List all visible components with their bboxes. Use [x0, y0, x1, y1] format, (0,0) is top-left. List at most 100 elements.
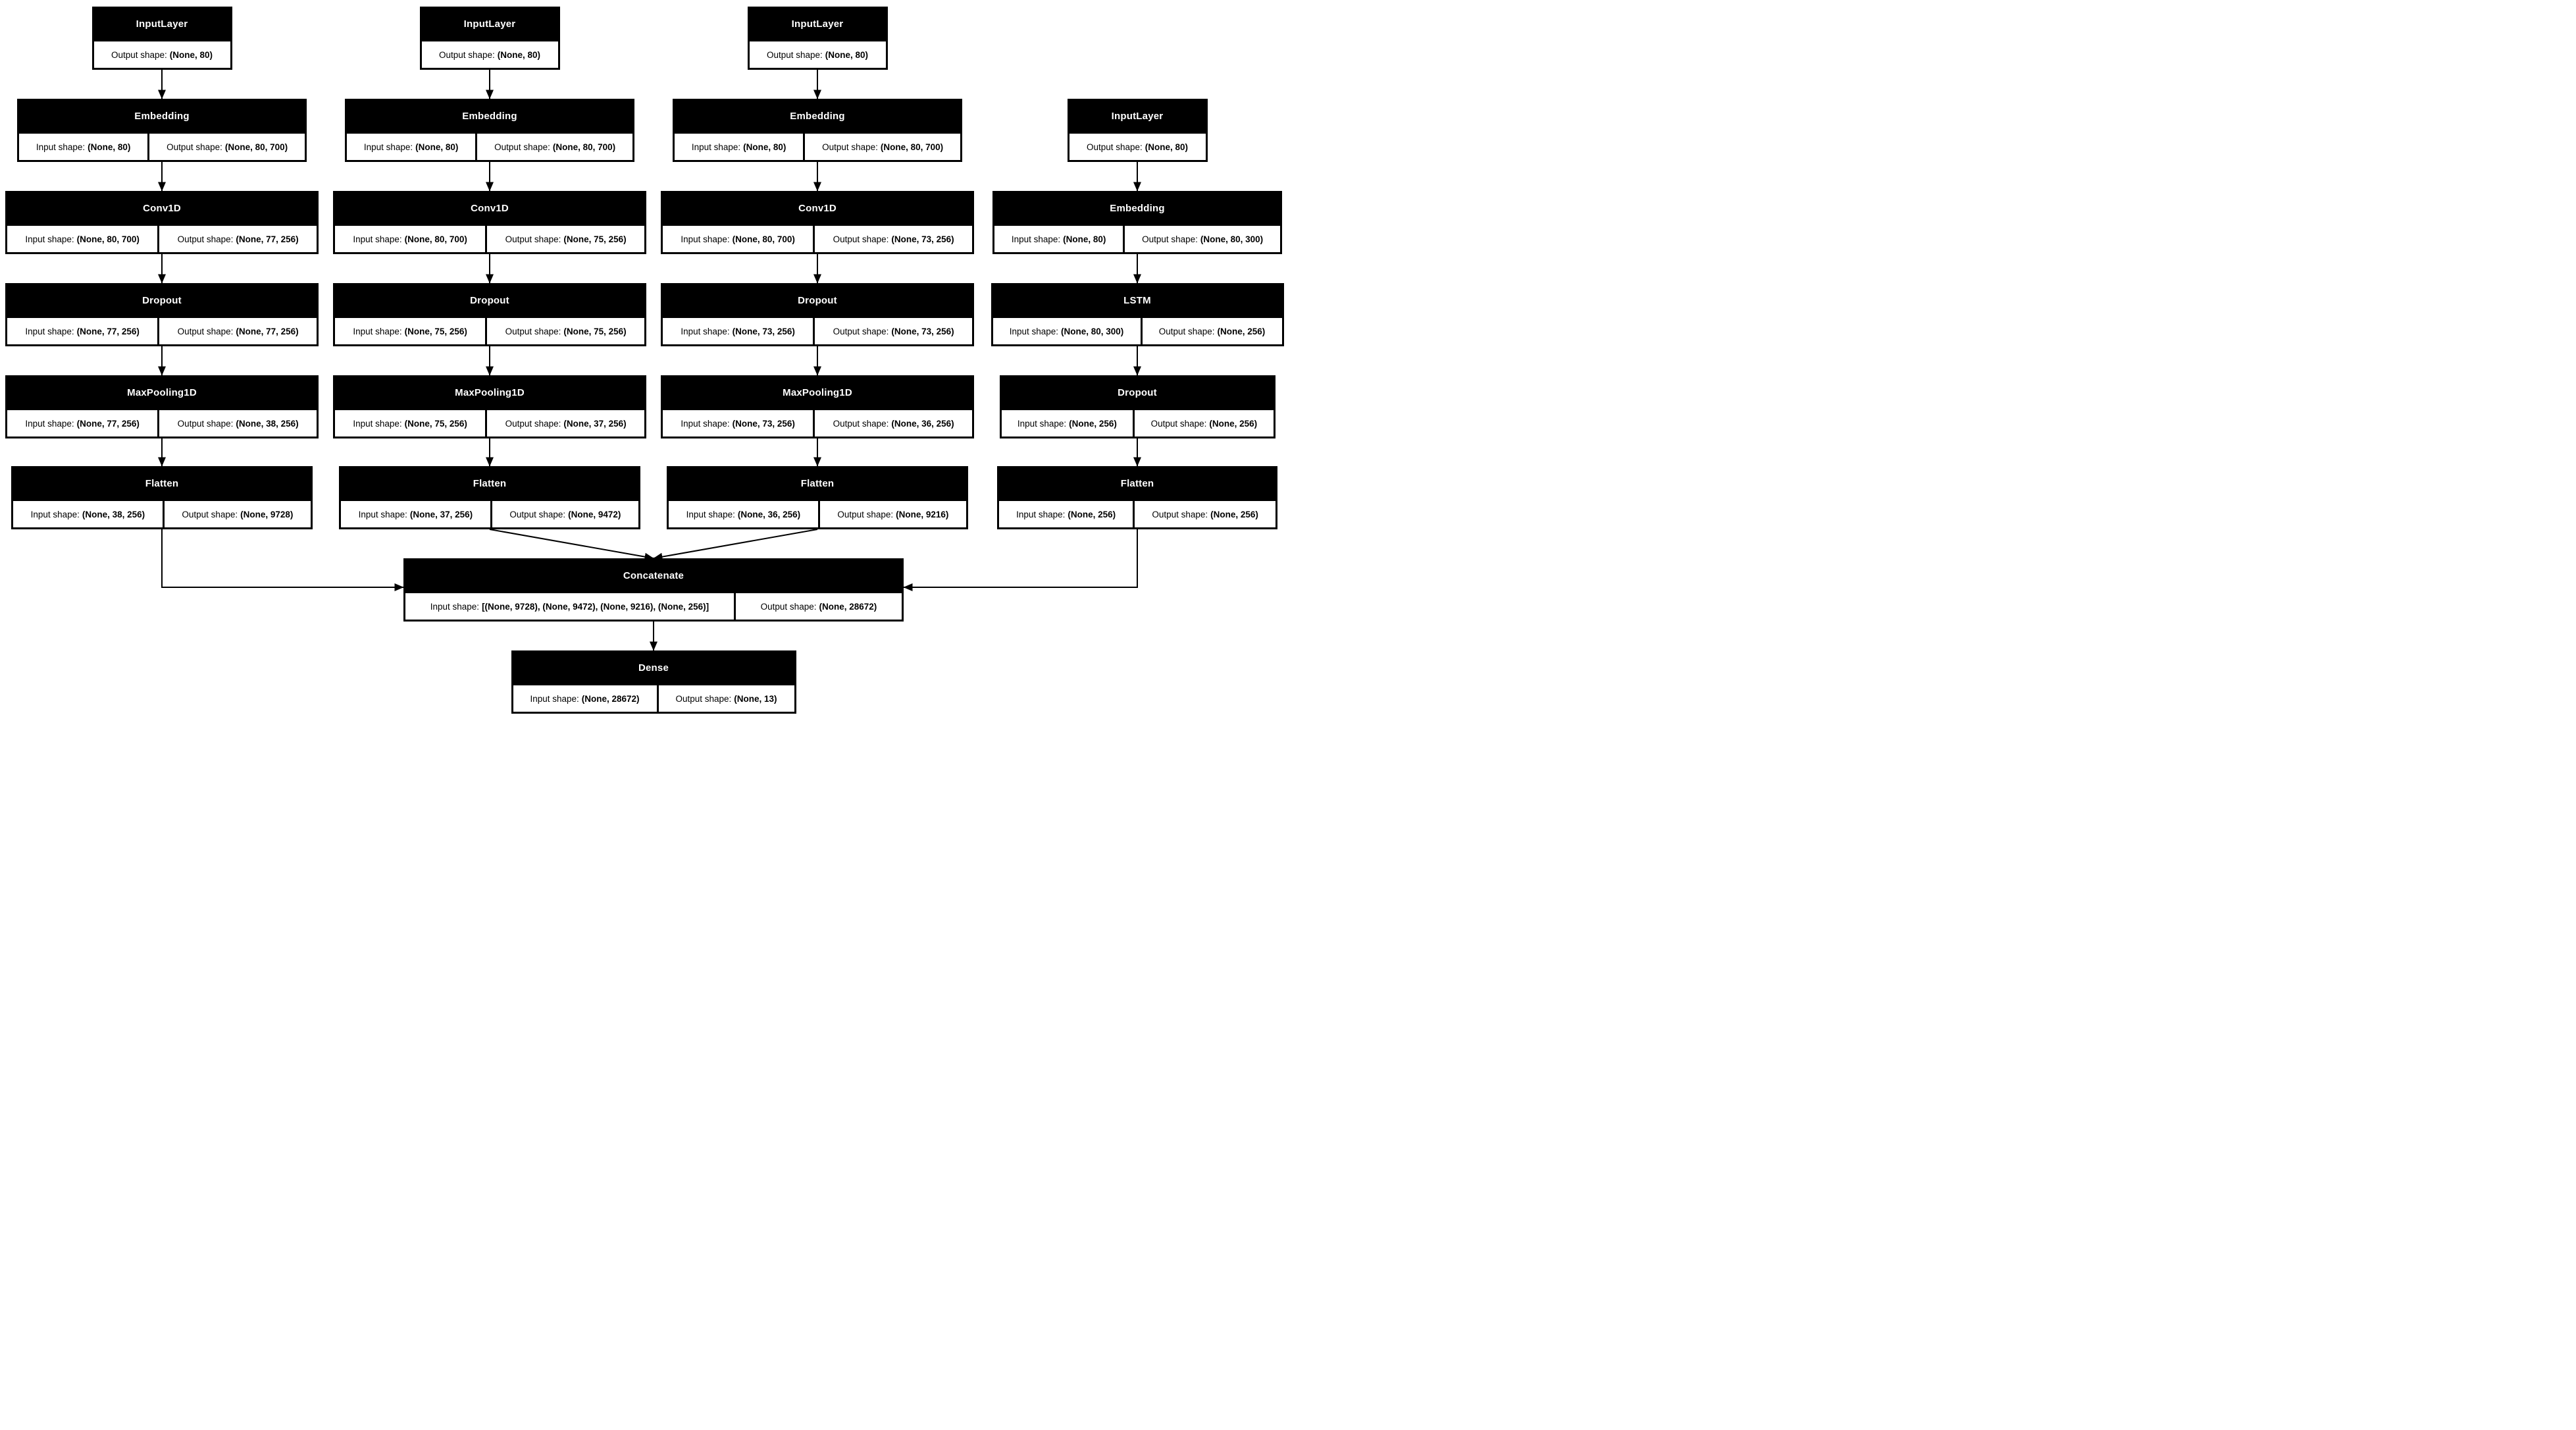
output-shape-value: (None, 73, 256): [891, 234, 954, 244]
layer-type-label: Flatten: [1120, 478, 1154, 489]
input-shape-prefix: Input shape:: [1009, 326, 1059, 336]
input-shape-prefix: Input shape:: [25, 326, 74, 336]
input-shape-value: (None, 80, 700): [404, 234, 467, 244]
input-shape-value: [(None, 9728), (None, 9472), (None, 9216…: [482, 601, 709, 612]
node-dropout_2: Dropout Input shape: (None, 75, 256) Out…: [333, 283, 646, 346]
node-maxpooling1d_2: MaxPooling1D Input shape: (None, 75, 256…: [333, 375, 646, 438]
layer-type-label: MaxPooling1D: [455, 387, 525, 398]
output-shape-value: (None, 256): [1210, 509, 1258, 519]
edge-flatten_3-to-concatenate: [653, 529, 818, 561]
output-shape-prefix: Output shape:: [509, 509, 566, 519]
layer-type-label: MaxPooling1D: [127, 387, 197, 398]
output-shape-prefix: Output shape:: [760, 601, 817, 612]
layer-type-label: InputLayer: [136, 18, 188, 30]
node-concatenate: Concatenate Input shape: [(None, 9728), …: [403, 558, 904, 622]
model-architecture-diagram: InputLayer Output shape: (None, 80) Inpu…: [0, 0, 1288, 715]
layer-type-label: InputLayer: [463, 18, 516, 30]
layer-type-label: Dropout: [798, 295, 837, 306]
node-flatten_3: Flatten Input shape: (None, 36, 256) Out…: [667, 466, 968, 529]
input-shape-value: (None, 77, 256): [76, 418, 140, 429]
input-shape-value: (None, 36, 256): [737, 509, 801, 519]
input-shape-cell: Input shape: (None, 75, 256): [335, 318, 486, 344]
output-shape-value: (None, 77, 256): [236, 326, 299, 336]
output-shape-cell: Output shape: (None, 37, 256): [487, 410, 644, 437]
shape-cells: Output shape: (None, 80): [1068, 134, 1208, 162]
layer-type-label: Embedding: [462, 111, 517, 122]
node-maxpooling1d_1: MaxPooling1D Input shape: (None, 77, 256…: [5, 375, 319, 438]
output-shape-value: (None, 80, 700): [880, 142, 944, 152]
output-shape-value: (None, 80, 700): [224, 142, 288, 152]
output-shape-prefix: Output shape:: [833, 234, 889, 244]
output-shape-cell: Output shape: (None, 80): [749, 41, 886, 68]
output-shape-prefix: Output shape:: [438, 49, 495, 60]
output-shape-prefix: Output shape:: [505, 418, 561, 429]
input-shape-value: (None, 73, 256): [732, 326, 795, 336]
output-shape-value: (None, 13): [734, 693, 777, 704]
input-shape-prefix: Input shape:: [430, 601, 480, 612]
input-shape-prefix: Input shape:: [686, 509, 735, 519]
shape-cells: Input shape: (None, 73, 256) Output shap…: [661, 410, 974, 438]
input-shape-cell: Input shape: (None, 75, 256): [335, 410, 486, 437]
input-shape-value: (None, 80, 300): [1061, 326, 1124, 336]
output-shape-prefix: Output shape:: [833, 418, 889, 429]
shape-cells: Input shape: (None, 80) Output shape: (N…: [345, 134, 634, 162]
shape-cells: Output shape: (None, 80): [92, 41, 232, 70]
output-shape-cell: Output shape: (None, 73, 256): [815, 318, 972, 344]
shape-cells: Input shape: (None, 80) Output shape: (N…: [992, 226, 1282, 254]
shape-cells: Input shape: (None, 73, 256) Output shap…: [661, 318, 974, 346]
input-shape-cell: Input shape: (None, 80, 700): [663, 226, 813, 252]
output-shape-cell: Output shape: (None, 28672): [735, 593, 902, 620]
shape-cells: Input shape: (None, 80, 700) Output shap…: [333, 226, 646, 254]
output-shape-prefix: Output shape:: [494, 142, 550, 152]
shape-cells: Input shape: (None, 36, 256) Output shap…: [667, 501, 968, 529]
output-shape-prefix: Output shape:: [822, 142, 878, 152]
node-embedding_4: Embedding Input shape: (None, 80) Output…: [992, 191, 1282, 254]
input-shape-prefix: Input shape:: [530, 693, 579, 704]
node-embedding_1: Embedding Input shape: (None, 80) Output…: [17, 99, 307, 162]
output-shape-prefix: Output shape:: [1142, 234, 1198, 244]
shape-cells: Input shape: (None, 77, 256) Output shap…: [5, 318, 319, 346]
output-shape-cell: Output shape: (None, 73, 256): [815, 226, 972, 252]
input-shape-prefix: Input shape:: [36, 142, 86, 152]
input-shape-value: (None, 80): [743, 142, 786, 152]
input-shape-cell: Input shape: (None, 28672): [513, 685, 657, 712]
shape-cells: Input shape: (None, 77, 256) Output shap…: [5, 410, 319, 438]
output-shape-value: (None, 75, 256): [563, 234, 627, 244]
output-shape-value: (None, 38, 256): [236, 418, 299, 429]
input-shape-value: (None, 75, 256): [404, 326, 467, 336]
output-shape-value: (None, 80): [169, 49, 213, 60]
output-shape-prefix: Output shape:: [177, 234, 234, 244]
output-shape-cell: Output shape: (None, 80, 300): [1125, 226, 1280, 252]
input-shape-cell: Input shape: (None, 80): [994, 226, 1123, 252]
input-shape-prefix: Input shape:: [363, 142, 413, 152]
output-shape-prefix: Output shape:: [833, 326, 889, 336]
input-shape-cell: Input shape: (None, 80): [347, 134, 476, 160]
shape-cells: Input shape: (None, 75, 256) Output shap…: [333, 410, 646, 438]
node-dropout_1: Dropout Input shape: (None, 77, 256) Out…: [5, 283, 319, 346]
layer-type-label: Flatten: [145, 478, 179, 489]
output-shape-value: (None, 80, 700): [552, 142, 616, 152]
output-shape-value: (None, 80): [497, 49, 541, 60]
input-shape-cell: Input shape: (None, 80, 700): [335, 226, 486, 252]
shape-cells: Input shape: (None, 38, 256) Output shap…: [11, 501, 313, 529]
output-shape-prefix: Output shape:: [182, 509, 238, 519]
output-shape-prefix: Output shape:: [505, 234, 561, 244]
output-shape-cell: Output shape: (None, 38, 256): [159, 410, 317, 437]
output-shape-prefix: Output shape:: [177, 418, 234, 429]
input-shape-value: (None, 77, 256): [76, 326, 140, 336]
input-shape-value: (None, 80, 700): [76, 234, 140, 244]
output-shape-cell: Output shape: (None, 75, 256): [487, 226, 644, 252]
input-shape-prefix: Input shape:: [1016, 509, 1066, 519]
edge-flatten_4-to-concatenate: [903, 529, 1138, 591]
output-shape-cell: Output shape: (None, 80, 700): [477, 134, 632, 160]
shape-cells: Input shape: (None, 80, 700) Output shap…: [5, 226, 319, 254]
input-shape-cell: Input shape: (None, 77, 256): [7, 410, 158, 437]
output-shape-prefix: Output shape:: [1158, 326, 1215, 336]
node-input_layer_2: InputLayer Output shape: (None, 80): [419, 7, 560, 70]
output-shape-cell: Output shape: (None, 256): [1142, 318, 1282, 344]
output-shape-value: (None, 28672): [819, 601, 877, 612]
input-shape-prefix: Input shape:: [681, 418, 730, 429]
output-shape-cell: Output shape: (None, 75, 256): [487, 318, 644, 344]
output-shape-value: (None, 73, 256): [891, 326, 954, 336]
output-shape-cell: Output shape: (None, 80, 700): [149, 134, 305, 160]
